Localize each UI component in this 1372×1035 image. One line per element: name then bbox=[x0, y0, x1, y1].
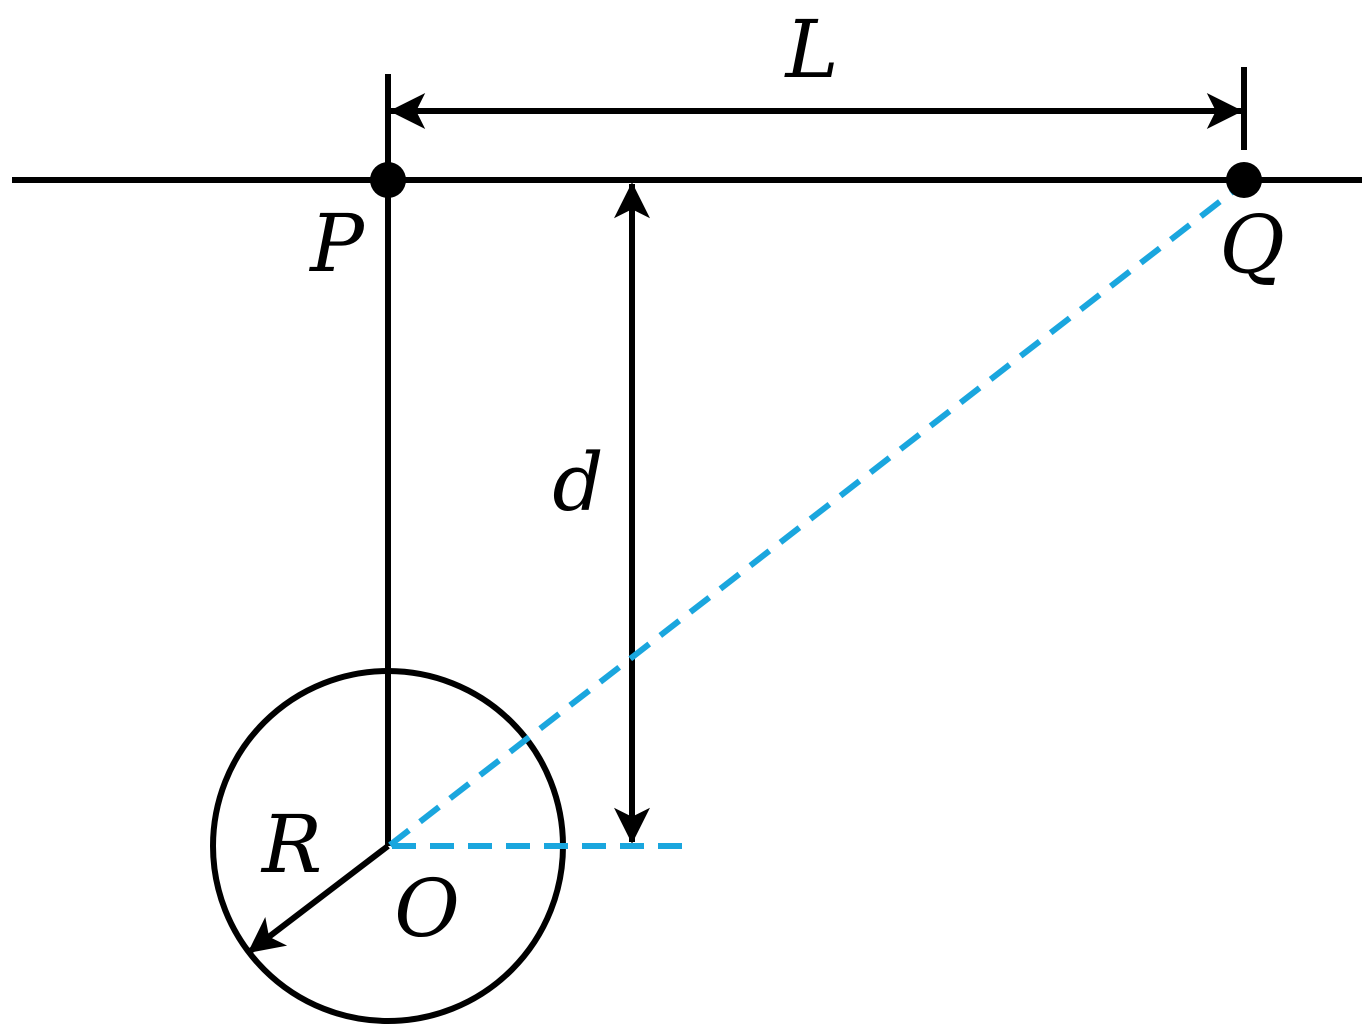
label-r: R bbox=[260, 798, 322, 891]
label-o: O bbox=[394, 862, 460, 955]
label-q: Q bbox=[1219, 198, 1285, 291]
radius-arrow bbox=[247, 843, 390, 955]
label-p: P bbox=[308, 197, 365, 290]
dashed-line-oq bbox=[388, 183, 1242, 848]
label-d: d bbox=[552, 436, 603, 529]
point-q bbox=[1226, 162, 1262, 198]
point-p bbox=[370, 162, 406, 198]
label-l: L bbox=[783, 3, 838, 96]
